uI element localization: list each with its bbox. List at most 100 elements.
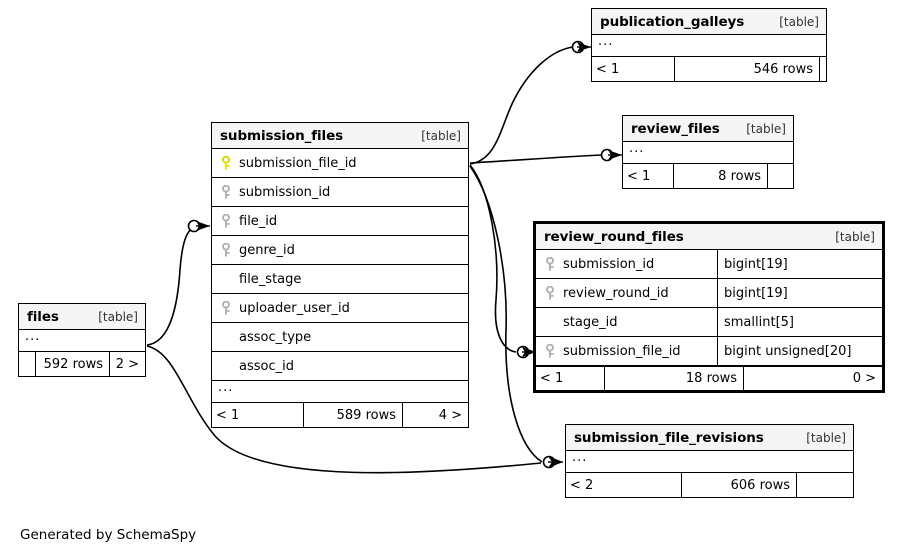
- table-submission-file-revisions[interactable]: submission_file_revisions [table] ... < …: [565, 424, 854, 498]
- table-footer: 592 rows 2 >: [19, 352, 145, 376]
- table-row[interactable]: assoc_type: [212, 323, 468, 352]
- table-header: submission_files [table]: [212, 123, 468, 149]
- footer-parent-count: < 1: [627, 168, 651, 184]
- table-row[interactable]: file_id: [212, 207, 468, 236]
- table-title: review_files: [631, 120, 720, 137]
- column-type: smallint[5]: [717, 308, 882, 336]
- table-review-round-files[interactable]: review_round_files [table] submission_id…: [533, 221, 885, 393]
- column-name: submission_file_id: [239, 155, 357, 171]
- column-cell: submission_file_id: [536, 337, 717, 365]
- table-title: review_round_files: [544, 228, 684, 245]
- foreign-key-icon: [543, 257, 557, 271]
- table-header: files [table]: [19, 304, 145, 330]
- table-footer: < 1 8 rows: [623, 164, 793, 188]
- footer-child-count: [797, 473, 853, 497]
- foreign-key-icon: [219, 243, 233, 257]
- column-cell: submission_id: [536, 250, 717, 278]
- column-cell: assoc_type: [212, 323, 468, 351]
- column-name: file_stage: [239, 271, 302, 287]
- column-cell: file_id: [212, 207, 468, 235]
- table-row[interactable]: submission_file_id: [212, 149, 468, 178]
- table-row[interactable]: submission_id: [212, 178, 468, 207]
- table-submission-files[interactable]: submission_files [table] submission_file…: [211, 122, 469, 428]
- table-row[interactable]: assoc_id: [212, 352, 468, 381]
- column-cell: stage_id: [536, 308, 717, 336]
- footer-row-count: 18 rows: [604, 367, 744, 390]
- table-row[interactable]: uploader_user_id: [212, 294, 468, 323]
- table-header: publication_galleys [table]: [592, 9, 826, 35]
- foreign-key-icon: [219, 301, 233, 315]
- column-name: submission_id: [239, 184, 331, 200]
- column-name: genre_id: [239, 242, 295, 258]
- no-key-icon: [219, 272, 233, 286]
- table-review-files[interactable]: review_files [table] ... < 1 8 rows: [622, 115, 794, 189]
- table-row[interactable]: submission_id bigint[19]: [536, 250, 882, 279]
- column-cell: genre_id: [212, 236, 468, 264]
- edge-endpoint-submission-files-file-id: [187, 219, 210, 233]
- table-row[interactable]: genre_id: [212, 236, 468, 265]
- columns-ellipsis: ...: [19, 329, 145, 352]
- column-name: review_round_id: [563, 285, 669, 301]
- footer-child-count: 4 >: [438, 407, 462, 423]
- foreign-key-icon: [219, 214, 233, 228]
- table-tag: [table]: [746, 121, 786, 136]
- table-title: submission_files: [220, 127, 344, 144]
- column-name: file_id: [239, 213, 278, 229]
- table-row[interactable]: review_round_id bigint[19]: [536, 279, 882, 308]
- edge-files-to-submission-files-file-id: [146, 226, 196, 346]
- column-cell: submission_id: [212, 178, 468, 206]
- column-type: bigint[19]: [717, 250, 882, 278]
- table-footer: < 1 546 rows: [592, 57, 826, 81]
- edge-endpoint-submission-file-revisions: [542, 455, 563, 469]
- columns-ellipsis: ...: [212, 380, 468, 403]
- footer-parent-count: < 2: [570, 477, 594, 493]
- table-row[interactable]: file_stage: [212, 265, 468, 294]
- table-row[interactable]: submission_file_id bigint unsigned[20]: [536, 337, 882, 366]
- column-cell: review_round_id: [536, 279, 717, 307]
- table-title: publication_galleys: [600, 13, 745, 30]
- edge-endpoint-publication-galleys: [571, 40, 591, 54]
- table-tag: [table]: [806, 430, 846, 445]
- footer-row-count: 592 rows: [35, 352, 110, 376]
- footer-row-count: 8 rows: [673, 164, 768, 188]
- footer-child-count: 2 >: [115, 356, 139, 372]
- footer-parent-count: < 1: [596, 61, 620, 77]
- table-publication-galleys[interactable]: publication_galleys [table] ... < 1 546 …: [591, 8, 827, 82]
- column-cell: uploader_user_id: [212, 294, 468, 322]
- no-key-icon: [219, 330, 233, 344]
- edge-submission-files-to-submission-file-revisions: [469, 165, 543, 463]
- table-header: submission_file_revisions [table]: [566, 425, 853, 451]
- column-name: submission_id: [563, 256, 655, 272]
- table-header: review_round_files [table]: [536, 224, 882, 250]
- column-type: bigint[19]: [717, 279, 882, 307]
- foreign-key-icon: [543, 344, 557, 358]
- foreign-key-icon: [219, 185, 233, 199]
- column-name: stage_id: [563, 314, 618, 330]
- column-type: bigint unsigned[20]: [717, 337, 882, 365]
- foreign-key-icon: [543, 286, 557, 300]
- edge-submission-files-to-review-round-files: [469, 164, 517, 353]
- table-tag: [table]: [98, 309, 138, 324]
- table-header: review_files [table]: [623, 116, 793, 142]
- footer-row-count: 589 rows: [303, 403, 403, 427]
- columns-ellipsis: ...: [566, 450, 853, 473]
- generator-caption: Generated by SchemaSpy: [20, 527, 197, 543]
- table-row[interactable]: stage_id smallint[5]: [536, 308, 882, 337]
- no-key-icon: [219, 359, 233, 373]
- table-tag: [table]: [835, 229, 875, 244]
- footer-parent-count: < 1: [540, 371, 564, 386]
- table-tag: [table]: [779, 14, 819, 29]
- table-footer: < 2 606 rows: [566, 473, 853, 497]
- column-name: uploader_user_id: [239, 300, 350, 316]
- table-files[interactable]: files [table] ... 592 rows 2 >: [18, 303, 146, 377]
- column-name: assoc_type: [239, 329, 312, 345]
- footer-child-count: [820, 57, 826, 81]
- footer-parent-count: < 1: [216, 407, 240, 423]
- column-name: assoc_id: [239, 358, 294, 374]
- table-tag: [table]: [421, 128, 461, 143]
- table-title: files: [27, 308, 59, 325]
- table-footer: < 1 18 rows 0 >: [536, 366, 882, 390]
- edge-submission-files-to-review-files: [469, 154, 602, 164]
- footer-row-count: 546 rows: [674, 57, 820, 81]
